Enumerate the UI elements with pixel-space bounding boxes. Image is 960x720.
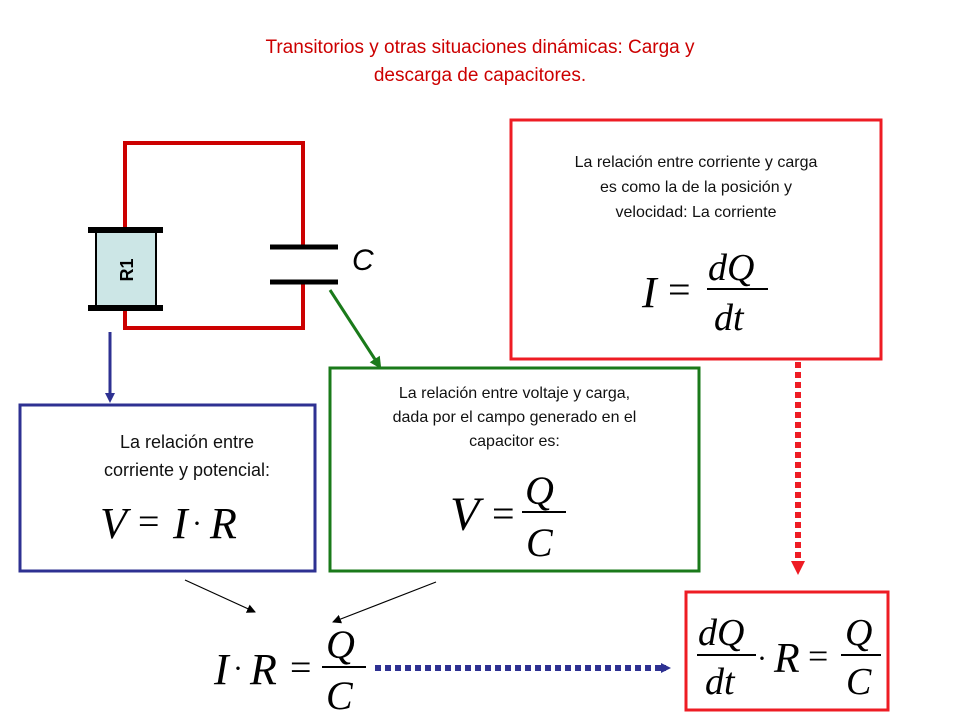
svg-text:I: I [172,499,190,548]
svg-text:dQ: dQ [698,612,744,654]
capacitor-to-box-arrow [328,289,382,370]
svg-text:=: = [808,636,828,676]
current-potential-text: La relación entre corriente y potencial: [62,428,312,484]
voltage-charge-line-3: capacitor es: [469,433,560,450]
svg-text:dt: dt [705,661,736,703]
capacitor: C [270,244,374,285]
svg-text:=: = [290,647,311,689]
svg-text:dQ: dQ [708,247,754,289]
page-title: Transitorios y otras situaciones dinámic… [180,34,780,90]
svg-text:V: V [100,499,132,548]
middle-box-to-equation-arrow [332,581,437,624]
svg-text:I: I [213,645,231,694]
capacitor-label: C [352,244,374,277]
capacitor-equation: V = Q C [450,468,566,565]
svg-text:·: · [192,507,202,540]
svg-text:R: R [209,499,237,548]
current-charge-box [509,118,883,361]
svg-text:Q: Q [845,612,872,654]
svg-text:V: V [450,488,484,541]
svg-text:dt: dt [714,297,745,339]
svg-text:=: = [138,501,159,543]
current-charge-line-1: La relación entre corriente y carga [574,154,818,171]
circuit-wires [123,141,305,330]
svg-text:·: · [757,642,767,675]
svg-text:=: = [668,267,691,312]
svg-text:C: C [326,673,354,718]
voltage-charge-line-2: dada por el campo generado en el [392,409,637,426]
resistor: R1 [88,227,163,311]
title-line-2: descarga de capacitores. [373,65,587,86]
svg-text:=: = [492,491,515,536]
svg-text:C: C [526,520,554,565]
current-equation: I = dQ dt [641,247,768,339]
svg-text:I: I [641,268,659,317]
ohm-equation: V = I · R [100,499,237,548]
result-box [684,590,890,712]
resistor-label: R1 [117,258,137,281]
voltage-charge-line-1: La relación entre voltaje y carga, [398,385,631,402]
current-potential-line-1: La relación entre [119,432,255,452]
svg-text:C: C [846,661,872,703]
current-charge-line-2: es como la de la posición y [599,179,793,196]
voltage-charge-text: La relación entre voltaje y carga, dada … [334,382,695,454]
title-line-1: Transitorios y otras situaciones dinámic… [265,37,695,58]
current-charge-line-3: velocidad: La corriente [615,204,777,221]
voltage-charge-box [328,366,701,573]
svg-text:Q: Q [326,622,355,667]
combined-equation: I · R = Q C [213,622,366,718]
svg-text:·: · [233,652,243,685]
current-charge-text: La relación entre corriente y carga es c… [516,150,876,225]
left-box-to-equation-arrow [184,579,256,613]
svg-text:Q: Q [525,468,554,513]
svg-text:R: R [773,636,800,682]
differential-equation: dQ dt · R = Q C [697,612,881,703]
current-potential-line-2: corriente y potencial: [103,460,271,480]
current-potential-box [18,403,317,573]
svg-text:R: R [249,645,277,694]
